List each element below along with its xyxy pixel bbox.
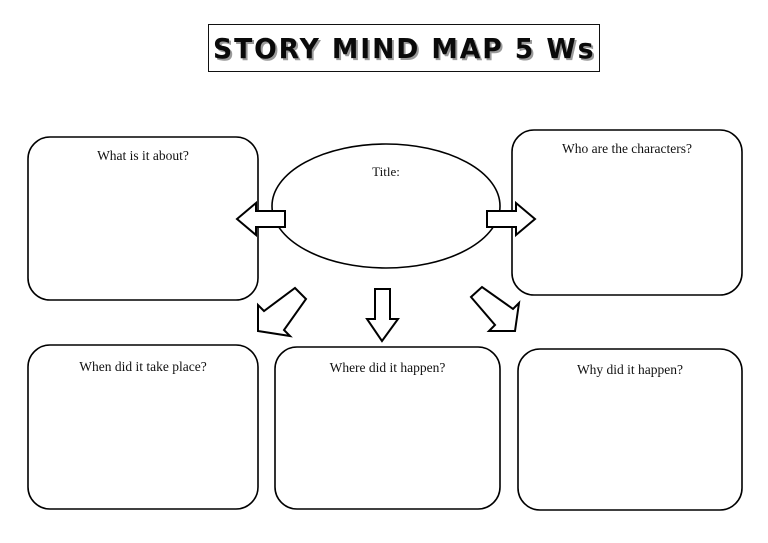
arrow-right-icon <box>486 200 537 238</box>
box-where-did-it-happen[interactable] <box>274 346 501 510</box>
arrow-down-right-icon <box>469 285 521 332</box>
center-ellipse-title[interactable] <box>271 143 501 269</box>
label-when-did-it-take-place: When did it take place? <box>79 359 207 374</box>
worksheet-title: STORY MIND MAP 5 Ws <box>212 31 596 65</box>
arrow-left-icon <box>235 200 286 238</box>
label-who-are-the-characters: Who are the characters? <box>561 141 693 156</box>
label-why-did-it-happen: Why did it happen? <box>576 362 684 377</box>
title-banner: STORY MIND MAP 5 Ws <box>208 24 600 72</box>
box-why-did-it-happen[interactable] <box>517 348 743 511</box>
label-title: Title: <box>372 164 400 179</box>
box-when-did-it-take-place[interactable] <box>27 344 259 510</box>
arrow-down-left-icon <box>257 286 308 338</box>
arrow-down-icon <box>365 288 400 343</box>
label-what-is-it-about: What is it about? <box>97 148 189 163</box>
label-where-did-it-happen: Where did it happen? <box>329 360 446 375</box>
